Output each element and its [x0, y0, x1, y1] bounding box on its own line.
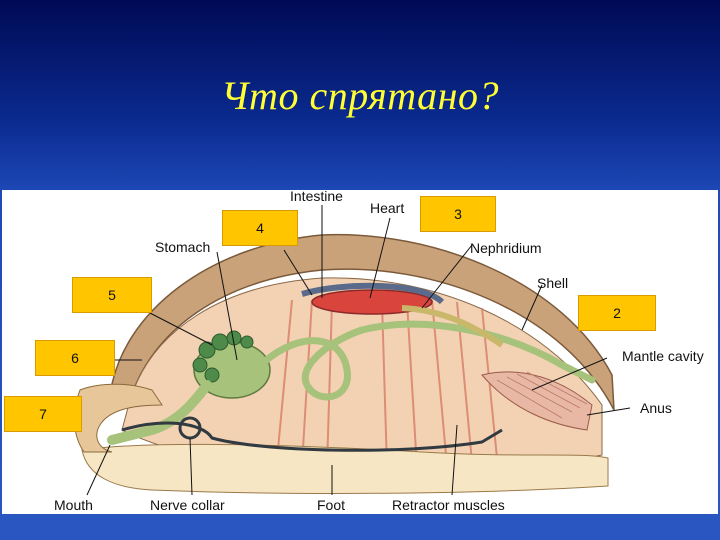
leader-lines: [86, 205, 631, 496]
shell-shape: [109, 233, 615, 411]
label-anus: Anus: [640, 400, 672, 416]
bottom-band: [0, 514, 720, 540]
foot-shape: [81, 443, 609, 494]
esophagus: [107, 380, 212, 445]
label-mouth: Mouth: [54, 497, 93, 513]
label-stomach: Stomach: [155, 239, 211, 255]
cover-box-7[interactable]: 7: [4, 396, 82, 432]
cover-box-4[interactable]: 4: [222, 210, 298, 246]
cover-box-6[interactable]: 6: [35, 340, 115, 376]
cover-box-3[interactable]: 3: [420, 196, 496, 232]
label-retractor-muscles: Retractor muscles: [392, 497, 505, 513]
label-heart: Heart: [370, 200, 405, 216]
cover-box-2[interactable]: 2: [578, 295, 656, 331]
intestine-loop: [260, 320, 596, 401]
label-intestine: Intestine: [290, 188, 343, 204]
label-nerve-collar: Nerve collar: [150, 497, 225, 513]
nerve-cord: [121, 421, 503, 452]
label-shell: Shell: [537, 275, 569, 291]
slide-title: Что спрятано?: [221, 73, 499, 118]
label-nephridium: Nephridium: [470, 240, 542, 256]
pericardium: [301, 282, 445, 305]
label-foot: Foot: [317, 497, 346, 513]
label-mantle-cavity: Mantle cavity: [622, 348, 704, 364]
mollusk-anatomy-diagram: [73, 205, 631, 496]
gill-lines: [496, 371, 588, 419]
cover-box-5[interactable]: 5: [72, 277, 152, 313]
head-shape: [73, 383, 163, 453]
gill-shape: [481, 371, 593, 431]
digestive-gland: [192, 330, 254, 383]
nephridium-shape: [401, 305, 504, 348]
